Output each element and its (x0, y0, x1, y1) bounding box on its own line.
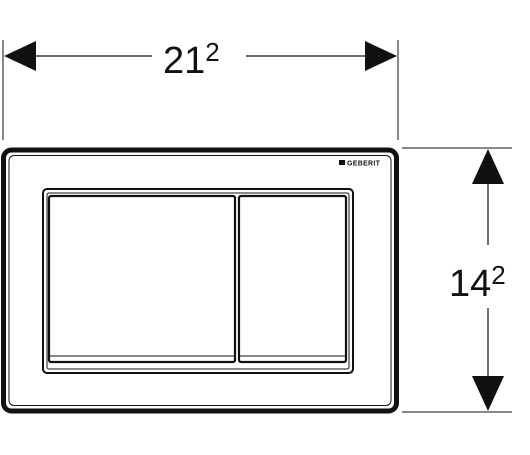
height-label-superscript: 2 (491, 260, 505, 290)
width-label-main: 21 (163, 40, 205, 82)
cover-plate-outer (1, 147, 399, 414)
svg-text:212: 212 (163, 37, 220, 82)
svg-text:142: 142 (449, 260, 506, 305)
height-arrow-up-icon (472, 149, 504, 184)
large-flush-button[interactable] (47, 194, 237, 364)
height-label-main: 14 (449, 263, 491, 305)
width-arrow-right-icon (365, 41, 397, 71)
button-frame-inner (46, 192, 350, 370)
button-frame-outer (42, 188, 354, 374)
brand-logo-text: GEBERIT (347, 161, 381, 168)
height-arrow-down-icon (472, 376, 504, 411)
width-label-superscript: 2 (205, 37, 219, 67)
width-arrow-left-icon (4, 41, 36, 71)
brand-logo-mark-icon (339, 160, 345, 165)
small-flush-button[interactable] (237, 194, 348, 364)
cover-plate-outer-inner-edge (8, 155, 392, 406)
